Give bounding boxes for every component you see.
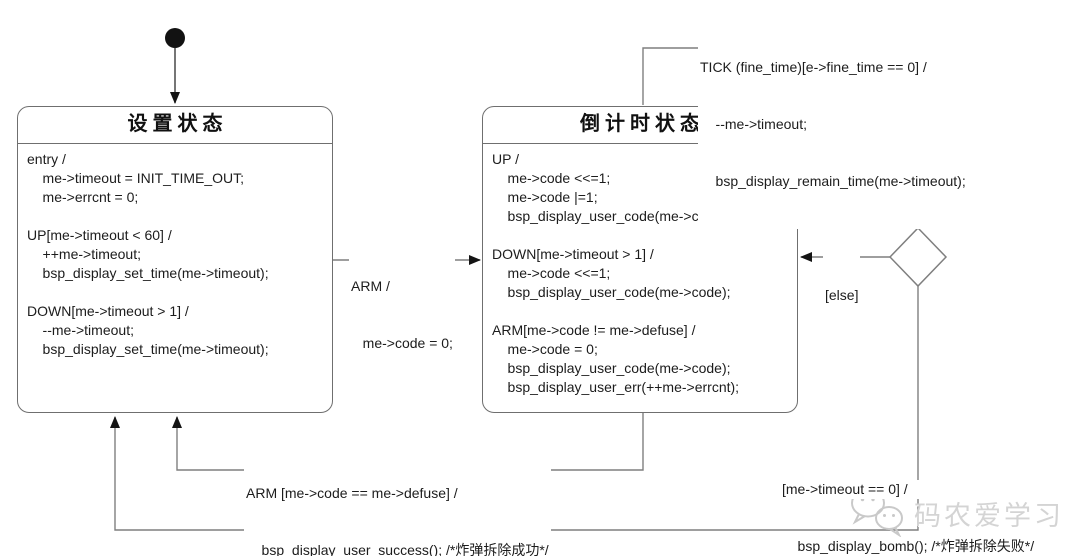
code-line xyxy=(492,302,788,321)
else-transition-label: [else] xyxy=(823,248,861,343)
code-line: me->code = 0; xyxy=(492,341,598,357)
state-setting-body: entry / me->timeout = INIT_TIME_OUT; me-… xyxy=(18,144,332,359)
code-line: DOWN[me->timeout > 1] / xyxy=(492,246,654,262)
arm-transition-label: ARM / me->code = 0; xyxy=(349,239,455,391)
label-line: [else] xyxy=(825,286,859,305)
tick-transition-label: TICK (fine_time)[e->fine_time == 0] / --… xyxy=(698,20,968,229)
code-line: bsp_display_user_code(me->code); xyxy=(492,208,731,224)
label-line: TICK (fine_time)[e->fine_time == 0] / xyxy=(700,58,966,77)
code-line: me->code <<=1; xyxy=(492,265,611,281)
code-line: ++me->timeout; xyxy=(27,246,141,262)
code-line: UP / xyxy=(492,151,519,167)
code-line: me->errcnt = 0; xyxy=(27,189,139,205)
state-countdown-body: UP / me->code <<=1; me->code |=1; bsp_di… xyxy=(483,144,797,397)
code-line: bsp_display_user_code(me->code); xyxy=(492,284,731,300)
label-line: bsp_display_remain_time(me->timeout); xyxy=(700,172,966,191)
choice-diamond xyxy=(888,226,948,288)
code-line: me->code |=1; xyxy=(492,189,598,205)
code-line xyxy=(27,207,323,226)
code-line: bsp_display_set_time(me->timeout); xyxy=(27,265,269,281)
state-countdown-title: 倒计时状态 xyxy=(483,107,797,144)
state-setting: 设置状态 entry / me->timeout = INIT_TIME_OUT… xyxy=(17,106,333,413)
label-line: [me->timeout == 0] / xyxy=(782,480,1035,499)
success-transition-label: ARM [me->code == me->defuse] / bsp_displ… xyxy=(244,446,551,556)
code-line: ARM[me->code != me->defuse] / xyxy=(492,322,696,338)
label-line: bsp_display_user_success(); /*炸弹拆除成功*/ xyxy=(246,541,549,556)
label-line: me->code = 0; xyxy=(351,334,453,353)
code-line: entry / xyxy=(27,151,66,167)
code-line: bsp_display_user_code(me->code); xyxy=(492,360,731,376)
code-line xyxy=(27,283,323,302)
code-line: me->code <<=1; xyxy=(492,170,611,186)
code-line: UP[me->timeout < 60] / xyxy=(27,227,172,243)
code-line: DOWN[me->timeout > 1] / xyxy=(27,303,189,319)
code-line: bsp_display_set_time(me->timeout); xyxy=(27,341,269,357)
code-line: bsp_display_user_err(++me->errcnt); xyxy=(492,379,740,395)
label-line: ARM / xyxy=(351,277,453,296)
state-setting-title: 设置状态 xyxy=(18,107,332,144)
label-line: ARM [me->code == me->defuse] / xyxy=(246,484,549,503)
label-line: bsp_display_bomb(); /*炸弹拆除失败*/ xyxy=(782,537,1035,556)
initial-state-dot xyxy=(165,28,185,48)
code-line: --me->timeout; xyxy=(27,322,134,338)
code-line: me->timeout = INIT_TIME_OUT; xyxy=(27,170,245,186)
label-line: --me->timeout; xyxy=(700,115,966,134)
failure-transition-label: [me->timeout == 0] / bsp_display_bomb();… xyxy=(780,442,1036,556)
